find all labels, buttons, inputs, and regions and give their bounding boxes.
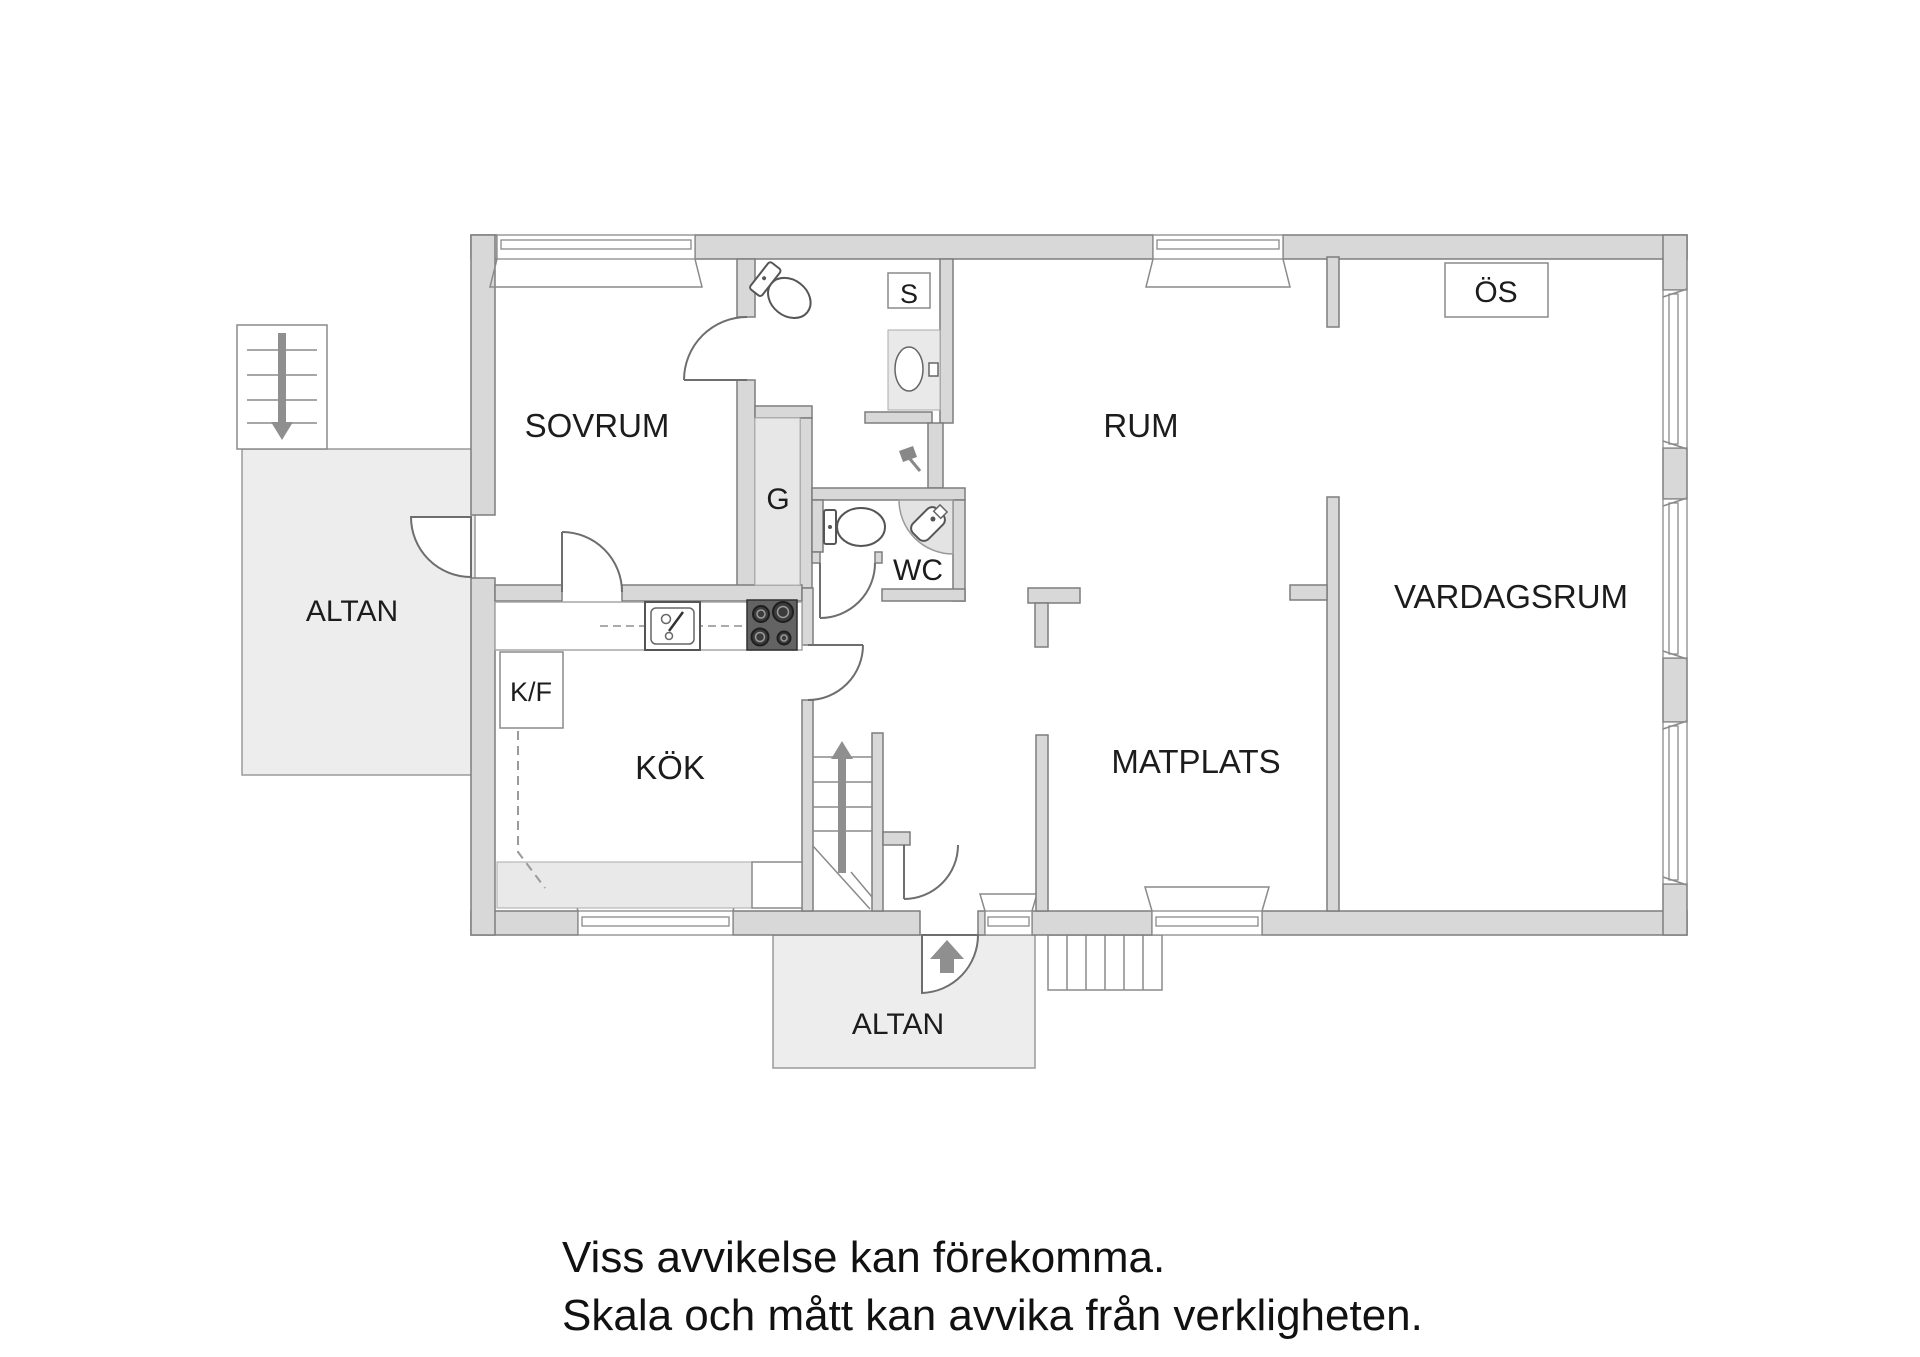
terrace-bottom	[772, 934, 1036, 1069]
sovrum-bath-door-arc	[683, 316, 748, 381]
fireplace-box	[1444, 262, 1549, 318]
kitchen-door-arc	[561, 531, 623, 593]
window-bottom-kok	[570, 885, 741, 936]
room-label-rum: RUM	[1103, 407, 1178, 444]
room-label-kyl-frys: K/F	[510, 677, 552, 707]
room-label-wc: WC	[893, 554, 943, 587]
room-label-altan-bottom: ALTAN	[852, 1008, 944, 1041]
window-right-3	[1662, 720, 1688, 886]
fridge-freezer-box	[499, 651, 564, 729]
stove-icon	[746, 599, 798, 651]
window-top-rum	[1145, 234, 1291, 288]
kitchen-bench	[496, 861, 753, 909]
closet-stad	[887, 272, 931, 309]
window-top-sovrum	[489, 234, 703, 288]
terrace-left	[241, 448, 476, 776]
shower-spray-icon	[899, 446, 922, 472]
indoor-stairs	[812, 741, 873, 910]
wc-door-arc	[819, 562, 876, 619]
disclaimer-line-1: Viss avvikelse kan förekomma.	[562, 1233, 1165, 1282]
entrance-arrow-icon	[930, 940, 964, 973]
interior-walls	[494, 256, 1340, 912]
closet-garderob	[754, 417, 801, 586]
kitchen-appliance-box	[751, 861, 803, 909]
kitchen-sink-icon	[644, 601, 701, 651]
stairs-up-arrow-icon	[831, 741, 853, 873]
room-label-kok: KÖK	[635, 749, 705, 786]
room-label-vardagsrum: VARDAGSRUM	[1394, 578, 1628, 615]
kitchen-counter-dashed-outline	[517, 731, 546, 889]
window-right-1	[1662, 288, 1688, 450]
wc-toilet-icon	[823, 507, 886, 547]
windows	[489, 234, 1688, 936]
wc-corner-sink-icon	[898, 499, 954, 555]
window-right-2	[1662, 497, 1688, 660]
window-bottom-matplats	[1144, 886, 1270, 936]
room-label-stadskap: S	[900, 279, 918, 309]
outdoor-stairs-left	[236, 324, 328, 450]
room-label-garderob: G	[766, 483, 789, 516]
stairs-down-arrow-icon	[271, 333, 293, 440]
room-label-oppen-spis: ÖS	[1474, 276, 1517, 309]
room-label-altan-left: ALTAN	[306, 595, 398, 628]
kitchen-counter	[494, 599, 803, 651]
exterior-walls	[470, 234, 1688, 936]
terrace-left-door-arc	[409, 516, 472, 579]
vestibule-door-arc	[903, 844, 959, 900]
room-label-matplats: MATPLATS	[1111, 743, 1280, 780]
window-bottom-entrance	[978, 893, 1039, 936]
outdoor-steps-bottom	[1047, 934, 1163, 991]
room-label-sovrum: SOVRUM	[525, 407, 670, 444]
disclaimer-line-2: Skala och mått kan avvika från verklighe…	[562, 1291, 1423, 1340]
landing-door-arc	[807, 644, 864, 701]
bathroom-toilet-icon	[749, 261, 812, 319]
bathroom-sink-icon	[894, 346, 939, 392]
